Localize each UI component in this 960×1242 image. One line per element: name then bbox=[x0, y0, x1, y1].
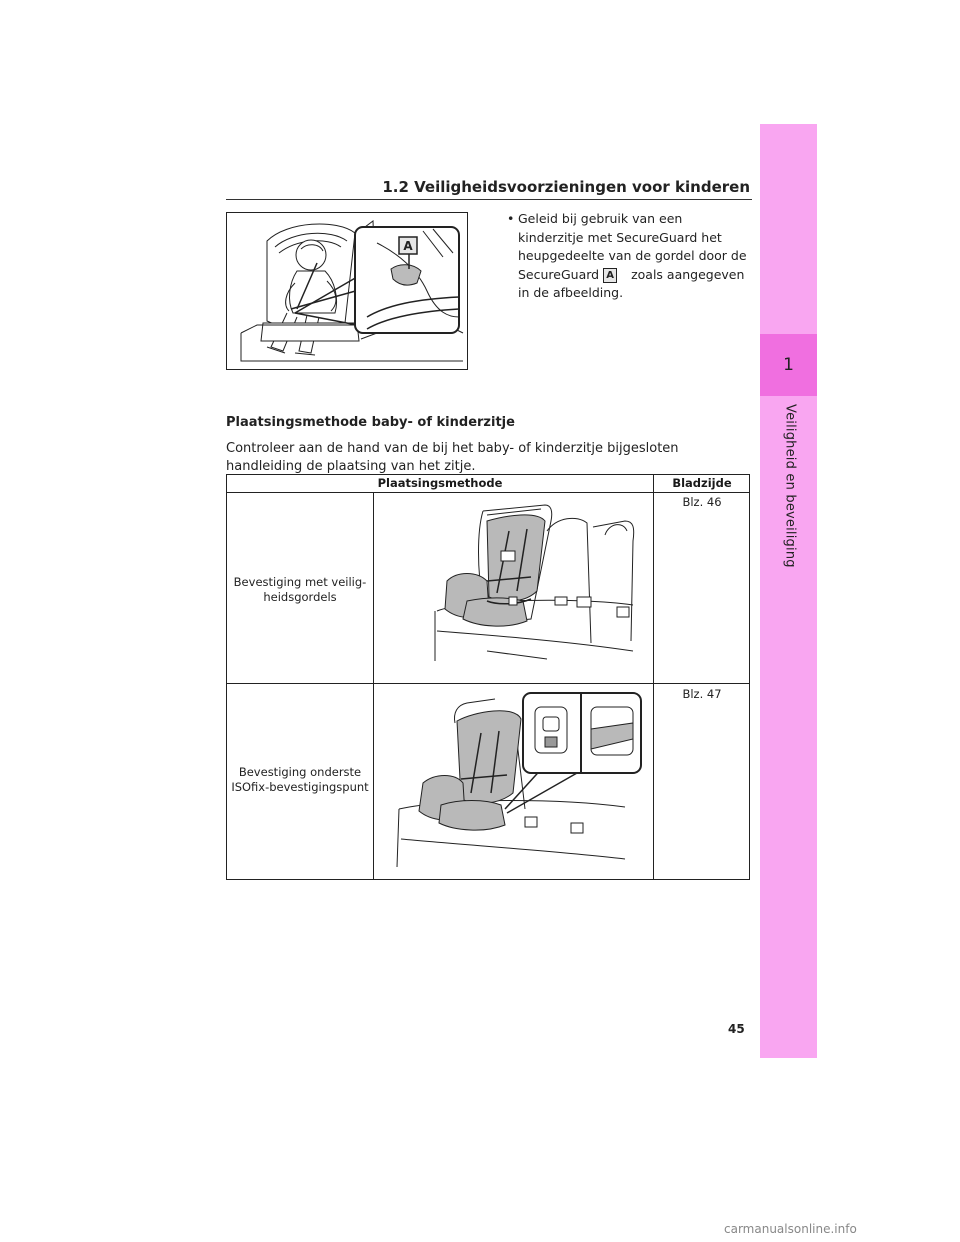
seatbelt-mount-illustration bbox=[427, 501, 647, 667]
chapter-number: 1 bbox=[783, 355, 794, 375]
isofix-mount-illustration bbox=[395, 689, 645, 875]
table-header-row: Plaatsingsmethode Bladzijde bbox=[227, 475, 749, 493]
table-row-1-page: Blz. 46 bbox=[682, 495, 722, 509]
bullet-secureguard: • Geleid bij gebruik van een kinderzitje… bbox=[507, 210, 747, 303]
bullet-text-before: Geleid bij gebruik van een kinderzitje m… bbox=[518, 211, 747, 282]
placement-method-table: Plaatsingsmethode Bladzijde Bevestiging … bbox=[226, 474, 750, 880]
table-row-separator bbox=[227, 683, 749, 684]
chapter-number-box: 1 bbox=[760, 334, 817, 396]
section-heading: Plaatsingsmethode baby- of kinderzitje bbox=[226, 415, 515, 430]
secureguard-illustration: A bbox=[226, 212, 468, 370]
callout-box-a bbox=[398, 236, 418, 255]
section-intro: Controleer aan de hand van de bij het ba… bbox=[226, 441, 679, 474]
table-row-2-page: Blz. 47 bbox=[682, 687, 722, 701]
table-header-method: Plaatsingsmethode bbox=[377, 476, 503, 490]
inline-callout-a: A bbox=[603, 267, 618, 283]
table-header-page: Bladzijde bbox=[672, 476, 732, 490]
callout-letter-a: A bbox=[403, 239, 413, 253]
table-divider-page bbox=[653, 475, 654, 879]
bullet-text: Geleid bij gebruik van een kinderzitje m… bbox=[507, 210, 747, 303]
chapter-side-label: Veiligheid en beveiliging bbox=[782, 404, 798, 568]
secureguard-drawing: A bbox=[240, 220, 464, 362]
page-number: 45 bbox=[728, 1022, 745, 1036]
table-row-1-method: Bevestiging met veilig-heidsgordels bbox=[233, 575, 367, 604]
bullet-marker: • bbox=[507, 211, 515, 226]
seatbelt-mount-drawing bbox=[434, 504, 635, 661]
isofix-mount-drawing bbox=[396, 692, 642, 868]
chapter-side-tab bbox=[760, 124, 817, 1058]
section-header-title: 1.2 Veiligheidsvoorzieningen voor kinder… bbox=[382, 178, 750, 196]
table-divider-image bbox=[373, 492, 374, 879]
header-rule bbox=[226, 199, 752, 200]
watermark-text: carmanualsonline.info bbox=[724, 1222, 857, 1236]
bullet-text-after: zoals aangegeven in de afbeelding. bbox=[518, 266, 745, 301]
table-row-2-method: Bevestiging onderste ISOfix-bevestigings… bbox=[231, 765, 369, 794]
